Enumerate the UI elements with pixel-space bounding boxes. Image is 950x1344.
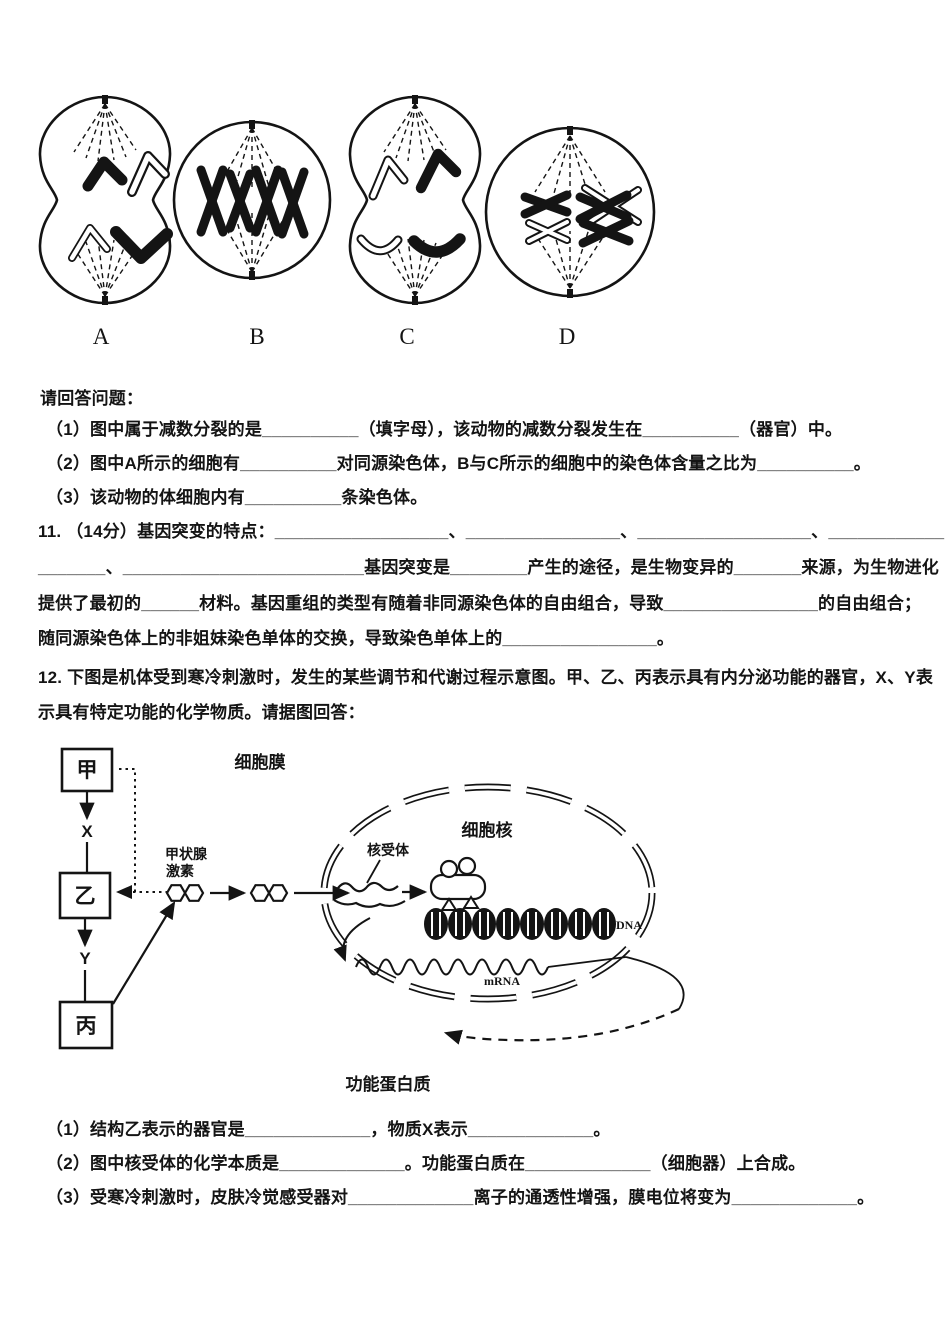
cell-label-a: A (93, 324, 110, 349)
nuclear-membrane (320, 783, 656, 1003)
q11-line-2: _______、_________________________基因突变是__… (38, 558, 939, 577)
mrna-export-line (547, 956, 627, 968)
q12-intro-2: 示具有特定功能的化学物质。请据图回答： (38, 703, 365, 722)
thyroid-hormone-label-1: 甲状腺 (165, 846, 208, 862)
arrow-to-functional-protein (443, 1008, 680, 1045)
arrow-transcription (333, 917, 371, 962)
thyroid-hormone-molecule-icon (165, 884, 289, 902)
cell-c-diagram (348, 95, 482, 305)
nuclear-receptor-icon (333, 881, 406, 908)
q10-part-3: （3）该动物的体细胞内有__________条染色体。 (46, 488, 428, 507)
dna-label: DNA (616, 918, 642, 932)
nuclear-receptor-label: 核受体 (367, 842, 410, 858)
cell-label-c: C (399, 324, 414, 349)
nucleus-label: 细胞核 (462, 820, 513, 840)
q11-line-1: 11. （14分）基因突变的特点：__________________、____… (38, 522, 945, 541)
cell-membrane-label: 细胞膜 (235, 752, 286, 772)
mrna-label: mRNA (484, 974, 520, 988)
substance-x-label: X (81, 822, 93, 841)
feedback-dotted-to-jia (116, 768, 136, 892)
q11-line-3: 提供了最初的______材料。基因重组的类型有随着非同源染色体的自由组合，导致_… (38, 594, 922, 613)
thyroid-hormone-label-2: 激素 (166, 863, 194, 879)
cell-division-figure: A B C D (38, 95, 656, 349)
cell-label-d: D (559, 324, 576, 349)
q12-part-3: （3）受寒冷刺激时，皮肤冷觉感受器对_____________离子的通透性增强，… (46, 1188, 875, 1207)
cell-label-b: B (249, 324, 264, 349)
organ-yi-label: 乙 (75, 885, 96, 908)
q10-part-2: （2）图中A所示的细胞有__________对同源染色体，B与C所示的细胞中的染… (46, 454, 871, 473)
answer-prompt: 请回答问题： (40, 389, 144, 408)
q12-part-2: （2）图中核受体的化学本质是_____________。功能蛋白质在______… (46, 1154, 806, 1173)
q12-part-1: （1）结构乙表示的器官是_____________，物质X表示_________… (46, 1120, 611, 1139)
mrna-wave-icon (355, 958, 549, 976)
q11-line-4: 随同源染色体上的非姐妹染色单体的交换，导致染色单体上的_____________… (38, 629, 675, 648)
hormone-regulation-diagram: 甲 乙 丙 X Y 细胞膜 细胞核 核受体 甲状腺 激素 DNA mRNA 功能… (58, 747, 685, 1094)
cell-a-diagram (38, 95, 173, 305)
cell-d-diagram (484, 126, 656, 298)
functional-protein-label: 功能蛋白质 (346, 1074, 431, 1094)
q10-part-1: （1）图中属于减数分裂的是__________（填字母），该动物的减数分裂发生在… (46, 420, 843, 439)
line-bing-secretes-hormone (112, 901, 176, 1005)
q12-intro-1: 12. 下图是机体受到寒冷刺激时，发生的某些调节和代谢过程示意图。甲、乙、丙表示… (38, 668, 934, 687)
hormone-receptor-complex-icon (429, 856, 487, 911)
organ-jia-label: 甲 (77, 759, 98, 782)
substance-y-label: Y (79, 949, 91, 968)
organ-bing-label: 丙 (76, 1015, 97, 1038)
dna-helix-icon (424, 908, 616, 940)
cell-b-diagram (172, 120, 332, 280)
receptor-pointer-line (366, 859, 381, 884)
